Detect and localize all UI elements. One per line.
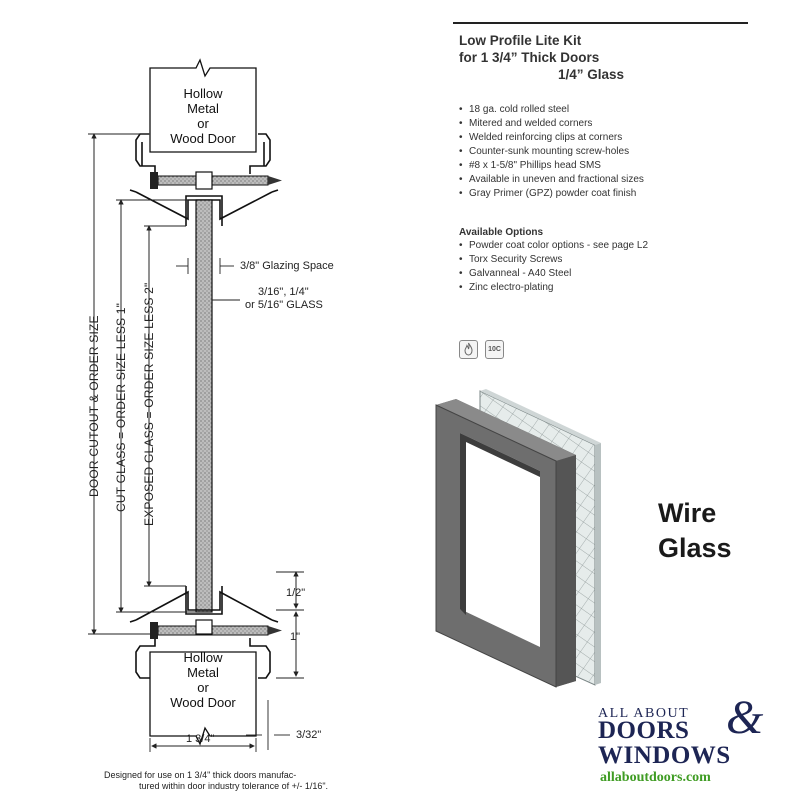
bottom-door-line-2: Metal — [187, 665, 219, 680]
exposed-glass-dimension-label: EXPOSED GLASS = ORDER SIZE LESS 2" — [142, 282, 156, 526]
spec-header-rule — [453, 22, 748, 24]
wire-glass-label-line-2: Glass — [658, 533, 732, 563]
fire-rating-icon — [459, 340, 478, 359]
half-inch-label: 1/2" — [286, 587, 306, 599]
door-thickness-label: 1 3/4" — [186, 733, 215, 745]
option-item: Torx Security Screws — [459, 253, 648, 267]
design-note: Designed for use on 1 3/4" thick doors m… — [104, 770, 328, 792]
spec-title: Low Profile Lite Kit for 1 3/4” Thick Do… — [459, 32, 679, 83]
brand-ampersand: & — [726, 691, 764, 744]
top-door-line-4: Wood Door — [170, 131, 236, 146]
section-drawing — [88, 58, 304, 752]
one-inch-label: 1" — [290, 631, 301, 643]
wire-glass-label-line-1: Wire — [658, 498, 717, 528]
top-door-block — [149, 58, 257, 153]
top-door-label: Hollow Metal or Wood Door — [155, 86, 251, 146]
top-screw — [150, 171, 282, 190]
spec-title-line-2: for 1 3/4” Thick Doors — [459, 50, 600, 65]
design-note-line-2: tured within door industry tolerance of … — [139, 781, 329, 791]
feature-item: 18 ga. cold rolled steel — [459, 103, 644, 117]
glass-thickness-label-1: 3/16", 1/4" — [258, 286, 309, 298]
brand-doors: DOORS — [598, 717, 690, 744]
product-illustration — [435, 389, 601, 688]
bottom-door-label: Hollow Metal or Wood Door — [155, 650, 251, 710]
glass-pane — [195, 199, 213, 613]
spec-title-line-3: 1/4” Glass — [558, 67, 625, 82]
cut-glass-dimension-label: CUT GLASS = ORDER SIZE LESS 1" — [114, 302, 128, 512]
top-door-line-1: Hollow — [183, 86, 223, 101]
brand-url: allaboutdoors.com — [600, 770, 711, 785]
bottom-screw — [150, 619, 282, 639]
options-list: Powder coat color options - see page L2 … — [459, 239, 648, 295]
door-cutout-dimension-label: DOOR CUTOUT & ORDER SIZE — [87, 315, 101, 497]
feature-item: Gray Primer (GPZ) powder coat finish — [459, 187, 644, 201]
option-item: Powder coat color options - see page L2 — [459, 239, 648, 253]
bottom-frame-profile — [129, 586, 279, 679]
available-options-heading: Available Options — [459, 227, 544, 238]
design-note-line-1: Designed for use on 1 3/4" thick doors m… — [104, 770, 297, 780]
dimension-lines — [88, 133, 304, 752]
feature-item: Counter-sunk mounting screw-holes — [459, 145, 644, 159]
bottom-door-line-1: Hollow — [183, 650, 223, 665]
glazing-space-label: 3/8" Glazing Space — [240, 260, 334, 272]
top-door-line-2: Metal — [187, 101, 219, 116]
glass-thickness-label-2: or 5/16" GLASS — [245, 299, 323, 311]
offset-label: 3/32" — [296, 729, 322, 741]
spec-title-line-1: Low Profile Lite Kit — [459, 33, 582, 48]
feature-item: #8 x 1-5/8" Phillips head SMS — [459, 159, 644, 173]
option-item: Galvanneal - A40 Steel — [459, 267, 648, 281]
top-door-line-3: or — [197, 116, 209, 131]
bottom-door-line-3: or — [197, 680, 209, 695]
option-item: Zinc electro-plating — [459, 281, 648, 295]
brand-windows: WINDOWS — [598, 742, 731, 769]
feature-list: 18 ga. cold rolled steel Mitered and wel… — [459, 103, 644, 201]
brand-all-about: ALL ABOUT — [598, 706, 690, 721]
wire-glass-label: Wire Glass — [658, 496, 732, 566]
bottom-door-block — [149, 651, 257, 746]
feature-item: Available in uneven and fractional sizes — [459, 173, 644, 187]
10c-certification-icon: 10C — [485, 340, 504, 359]
bottom-door-line-4: Wood Door — [170, 695, 236, 710]
top-frame-profile — [129, 133, 279, 226]
feature-item: Mitered and welded corners — [459, 117, 644, 131]
lite-kit-frame — [435, 399, 576, 688]
feature-item: Welded reinforcing clips at corners — [459, 131, 644, 145]
